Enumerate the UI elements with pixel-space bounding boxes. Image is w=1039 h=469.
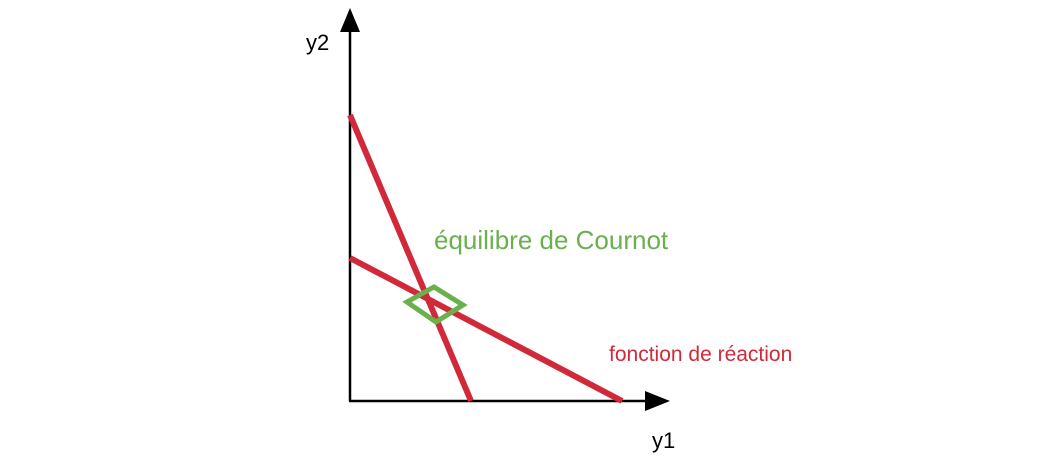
reaction-function-line-1 (347, 113, 474, 403)
reaction-function-label: fonction de réaction (609, 343, 792, 366)
equilibrium-marker-icon (402, 284, 468, 325)
equilibrium-label: équilibre de Cournot (434, 225, 669, 255)
y-axis-arrow-icon (340, 8, 360, 32)
y-axis-label: y2 (306, 30, 329, 55)
reaction-function-line-2 (348, 255, 624, 404)
x-axis-label: y1 (652, 428, 675, 453)
x-axis-arrow-icon (645, 391, 670, 411)
